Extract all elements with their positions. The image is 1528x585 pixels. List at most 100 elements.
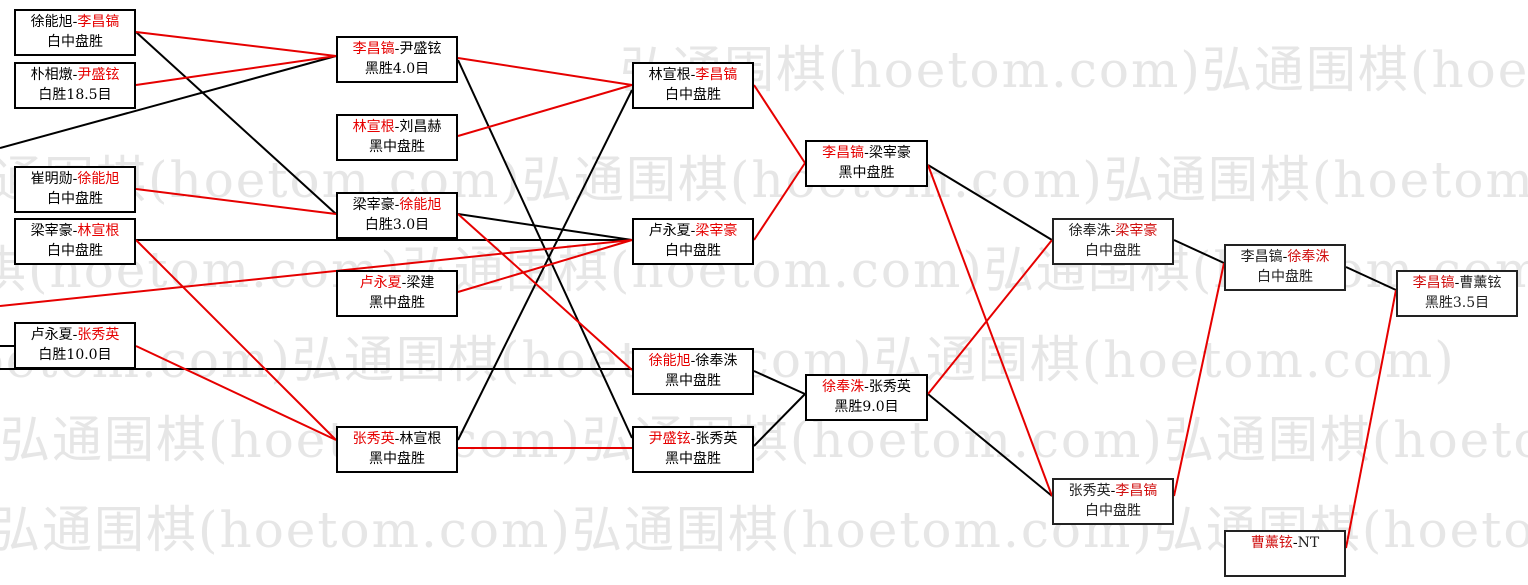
player-name: 李昌镐 [1240, 249, 1283, 265]
player-name: 刘昌赫 [399, 119, 442, 135]
line-win [135, 31, 337, 57]
match-players: 林宣根-刘昌赫 [338, 117, 456, 137]
match-box[interactable]: 梁宰豪-徐能旭白胜3.0目 [336, 192, 458, 239]
player-name: 张秀英 [868, 379, 911, 395]
player-name: 朴相燉 [30, 67, 73, 83]
player-name: 徐奉洙 [1287, 249, 1330, 265]
line-win [135, 345, 337, 441]
match-box[interactable]: 张秀英-李昌镐白中盘胜 [1052, 478, 1174, 525]
match-result: 黑中盘胜 [665, 451, 721, 467]
separator: - [72, 171, 78, 187]
player-name: 徐能旭 [399, 197, 442, 213]
match-players: 徐能旭-徐奉洙 [634, 351, 752, 371]
match-box[interactable]: 李昌镐-曹薰铉黑胜3.5目 [1396, 270, 1518, 317]
separator: - [394, 119, 400, 135]
match-box[interactable]: 林宣根-刘昌赫黑中盘胜 [336, 114, 458, 161]
match-box[interactable]: 徐能旭-李昌镐白中盘胜 [14, 9, 136, 56]
match-players: 李昌镐-曹薰铉 [1398, 273, 1516, 293]
match-players: 林宣根-李昌镐 [634, 65, 752, 85]
player-name: 张秀英 [695, 431, 738, 447]
separator: - [394, 431, 400, 447]
separator: - [690, 431, 696, 447]
match-box[interactable]: 崔明勋-徐能旭白中盘胜 [14, 166, 136, 213]
match-players: 李昌镐-徐奉洙 [1226, 247, 1344, 267]
match-players: 梁宰豪-林宣根 [16, 221, 134, 241]
match-players: 曹薰铉-NT [1226, 533, 1344, 553]
match-players: 朴相燉-尹盛铉 [16, 65, 134, 85]
separator: - [394, 41, 400, 57]
separator: - [864, 145, 869, 161]
player-name: 徐能旭 [30, 14, 73, 30]
match-box[interactable]: 卢永夏-张秀英白胜10.0目 [14, 322, 136, 369]
line-win [1345, 289, 1397, 549]
line-win [753, 162, 806, 241]
match-box[interactable]: 卢永夏-梁建黑中盘胜 [336, 270, 458, 317]
separator: - [394, 197, 400, 213]
match-players: 尹盛铉-张秀英 [634, 429, 752, 449]
line-win [1173, 262, 1225, 497]
line-win [135, 55, 337, 86]
match-result: 白中盘胜 [47, 34, 103, 50]
line-lose [135, 31, 337, 215]
line-win [457, 57, 633, 86]
line-lose [0, 55, 337, 149]
match-result: 黑胜3.5目 [1424, 295, 1490, 311]
match-result: 黑中盘胜 [369, 139, 425, 155]
player-name: 李昌镐 [1412, 275, 1455, 291]
match-box[interactable]: 尹盛铉-张秀英黑中盘胜 [632, 426, 754, 473]
player-name: 李昌镐 [352, 41, 395, 57]
line-lose [457, 213, 633, 241]
line-win [0, 239, 633, 307]
separator: - [690, 353, 696, 369]
match-box[interactable]: 朴相燉-尹盛铉白胜18.5目 [14, 62, 136, 109]
line-win [457, 239, 633, 293]
player-name: 崔明勋 [30, 171, 73, 187]
match-result: 白中盘胜 [1085, 503, 1141, 519]
line-win [135, 188, 337, 215]
separator: - [401, 275, 407, 291]
line-lose [1173, 239, 1225, 264]
separator: - [1454, 275, 1460, 291]
match-box[interactable]: 李昌镐-梁宰豪黑中盘胜 [805, 140, 928, 187]
separator: - [864, 379, 869, 395]
match-players: 张秀英-林宣根 [338, 429, 456, 449]
player-name: 卢永夏 [30, 327, 73, 343]
player-name: NT [1297, 535, 1320, 551]
player-name: 梁宰豪 [868, 145, 911, 161]
match-box[interactable]: 张秀英-林宣根黑中盘胜 [336, 426, 458, 473]
separator: - [72, 327, 78, 343]
match-players: 徐奉洙-梁宰豪 [1054, 221, 1172, 241]
match-box[interactable]: 李昌镐-尹盛铉黑胜4.0目 [336, 36, 458, 83]
player-name: 张秀英 [77, 327, 120, 343]
player-name: 尹盛铉 [399, 41, 442, 57]
match-players: 崔明勋-徐能旭 [16, 169, 134, 189]
match-result: 白胜10.0目 [38, 347, 112, 363]
match-box[interactable]: 曹薰铉-NT [1224, 530, 1346, 577]
player-name: 梁宰豪 [695, 223, 738, 239]
match-box[interactable]: 林宣根-李昌镐白中盘胜 [632, 62, 754, 109]
match-box[interactable]: 梁宰豪-林宣根白中盘胜 [14, 218, 136, 265]
match-result: 黑中盘胜 [665, 373, 721, 389]
match-box[interactable]: 李昌镐-徐奉洙白中盘胜 [1224, 244, 1346, 291]
line-win [753, 84, 806, 164]
match-players: 徐奉洙-张秀英 [807, 377, 926, 397]
player-name: 徐奉洙 [695, 353, 738, 369]
match-box[interactable]: 卢永夏-梁宰豪白中盘胜 [632, 218, 754, 265]
line-win [135, 239, 337, 441]
match-result: 白中盘胜 [47, 243, 103, 259]
match-players: 梁宰豪-徐能旭 [338, 195, 456, 215]
player-name: 张秀英 [1068, 483, 1111, 499]
player-name: 卢永夏 [648, 223, 691, 239]
match-players: 卢永夏-梁宰豪 [634, 221, 752, 241]
match-box[interactable]: 徐能旭-徐奉洙黑中盘胜 [632, 348, 754, 395]
match-box[interactable]: 徐奉洙-梁宰豪白中盘胜 [1052, 218, 1174, 265]
match-box[interactable]: 徐奉洙-张秀英黑胜9.0目 [805, 374, 928, 421]
player-name: 林宣根 [399, 431, 442, 447]
separator: - [1110, 483, 1116, 499]
line-lose [927, 393, 1053, 497]
match-result: 白胜3.0目 [364, 217, 430, 233]
player-name: 林宣根 [648, 67, 691, 83]
player-name: 徐奉洙 [1068, 223, 1111, 239]
line-lose [1345, 266, 1397, 291]
